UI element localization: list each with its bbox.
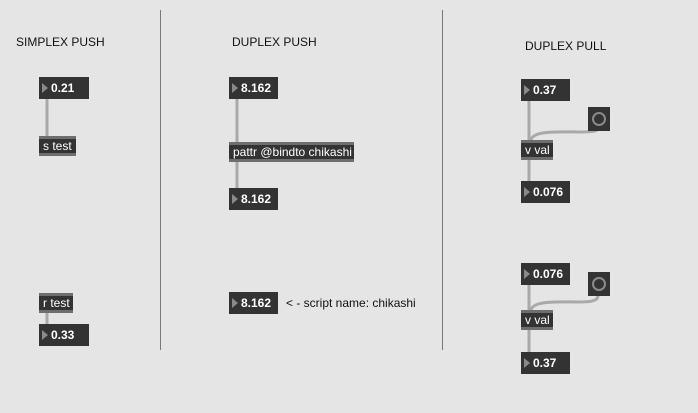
number-arrow-icon: [42, 330, 48, 340]
value-object-pull2[interactable]: v val: [521, 310, 553, 330]
object-text: v val: [525, 313, 550, 327]
object-text: s test: [43, 139, 72, 153]
number-box-pull2-bottom[interactable]: 0.37: [521, 352, 570, 374]
number-arrow-icon: [524, 187, 530, 197]
number-value: 8.162: [241, 81, 272, 95]
script-name-comment: < - script name: chikashi: [286, 296, 416, 310]
toggle-pull2[interactable]: [588, 272, 610, 296]
object-text: r test: [43, 296, 70, 310]
number-value: 8.162: [241, 296, 272, 310]
object-text: v val: [525, 143, 550, 157]
cord-pull2-toggle: [529, 294, 600, 312]
number-arrow-icon: [232, 194, 238, 204]
section-divider-left: [160, 10, 161, 350]
number-arrow-icon: [42, 83, 48, 93]
object-text: pattr @bindto chikashi: [233, 145, 352, 159]
send-object[interactable]: s test: [39, 136, 76, 156]
section-title-duplex-push: DUPLEX PUSH: [232, 35, 317, 49]
toggle-pull1[interactable]: [588, 107, 610, 131]
number-box-pull1-bottom[interactable]: 0.076: [521, 181, 570, 203]
number-box-simplex-bottom[interactable]: 0.33: [39, 324, 89, 346]
section-title-duplex-pull: DUPLEX PULL: [525, 39, 607, 53]
number-arrow-icon: [232, 83, 238, 93]
number-value: 0.21: [51, 81, 75, 95]
number-box-push-top[interactable]: 8.162: [229, 77, 278, 99]
number-arrow-icon: [524, 269, 530, 279]
number-arrow-icon: [524, 85, 530, 95]
number-value: 0.076: [533, 185, 564, 199]
number-box-pull1-top[interactable]: 0.37: [521, 79, 570, 101]
section-title-simplex-push: SIMPLEX PUSH: [16, 35, 105, 49]
receive-object[interactable]: r test: [39, 293, 73, 313]
number-value: 0.33: [51, 328, 75, 342]
number-value: 0.37: [533, 356, 557, 370]
section-divider-right: [442, 10, 443, 350]
number-arrow-icon: [232, 298, 238, 308]
toggle-ring-icon: [592, 112, 606, 126]
number-box-push-mid[interactable]: 8.162: [229, 188, 278, 210]
number-value: 0.37: [533, 83, 557, 97]
toggle-ring-icon: [592, 277, 606, 291]
number-arrow-icon: [524, 358, 530, 368]
number-box-simplex-top[interactable]: 0.21: [39, 77, 89, 99]
number-box-pull2-top[interactable]: 0.076: [521, 263, 570, 285]
value-object-pull1[interactable]: v val: [521, 140, 553, 160]
number-value: 8.162: [241, 192, 272, 206]
pattr-object[interactable]: pattr @bindto chikashi: [229, 142, 354, 162]
number-value: 0.076: [533, 267, 564, 281]
number-box-script[interactable]: 8.162: [229, 292, 278, 314]
